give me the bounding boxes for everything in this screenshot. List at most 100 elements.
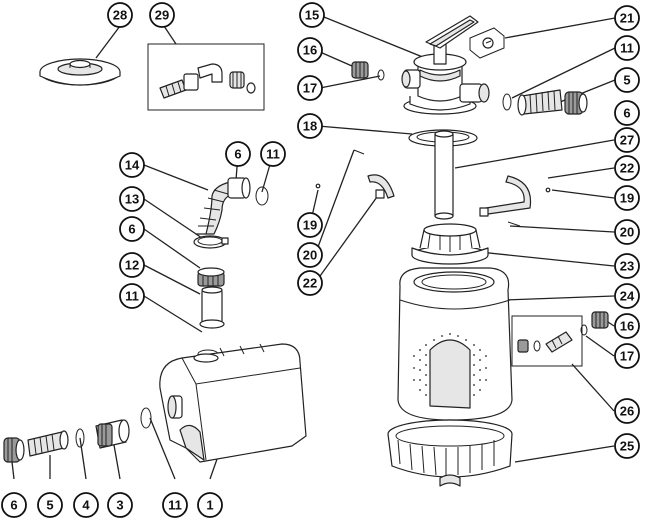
callout-26: 26 (614, 398, 640, 424)
svg-text:5: 5 (623, 73, 630, 88)
callout-13: 13 (119, 186, 145, 212)
callout-6-upper-right: 6 (614, 100, 640, 126)
part-22-clamp-left (367, 174, 395, 199)
part-27-center-pipe (434, 130, 454, 220)
svg-text:11: 11 (125, 289, 139, 304)
callout-20-right: 20 (614, 219, 640, 245)
callout-6-center: 6 (119, 216, 145, 242)
part-23-lateral-assembly (411, 223, 489, 265)
callout-11-lower-left: 11 (162, 492, 188, 518)
part-13-hose-clamp (193, 235, 229, 249)
svg-text:15: 15 (305, 8, 319, 23)
callout-29: 29 (149, 2, 175, 28)
part-19-20-screws-and-nuts (315, 149, 551, 227)
svg-text:20: 20 (620, 225, 634, 240)
callout-21: 21 (614, 5, 640, 31)
callout-16-lower: 16 (614, 313, 640, 339)
svg-text:25: 25 (620, 439, 634, 454)
svg-text:4: 4 (82, 498, 90, 513)
svg-text:17: 17 (303, 81, 317, 96)
svg-text:14: 14 (125, 158, 140, 173)
callout-20-left: 20 (297, 242, 323, 268)
svg-text:16: 16 (303, 43, 317, 58)
callout-18: 18 (297, 113, 323, 139)
part-26-drain-assembly (511, 315, 583, 367)
callout-5-lower: 5 (37, 492, 63, 518)
part-11-oring-elbow (255, 186, 269, 206)
svg-text:27: 27 (620, 133, 634, 148)
part-14-elbow-hose (195, 177, 251, 235)
part-3-union-nut (95, 419, 130, 449)
svg-text:23: 23 (620, 259, 634, 274)
svg-text:11: 11 (266, 147, 280, 162)
callout-23: 23 (614, 253, 640, 279)
callout-16-upper: 16 (297, 37, 323, 63)
svg-text:1: 1 (206, 498, 213, 513)
callout-19-left: 19 (297, 212, 323, 238)
part-11-oring-lower-left (140, 407, 152, 429)
callout-17-upper: 17 (297, 75, 323, 101)
svg-text:19: 19 (620, 191, 634, 206)
callout-6-elbow: 6 (225, 141, 251, 167)
part-5-hose-adapter-lower (27, 430, 69, 457)
callout-5-upper: 5 (614, 67, 640, 93)
callout-17-lower: 17 (614, 343, 640, 369)
part-21-pressure-gauge (469, 27, 505, 59)
part-25-tank-base (387, 419, 513, 487)
part-24-filter-tank (397, 267, 513, 421)
callout-28: 28 (107, 2, 133, 28)
callout-11-upper-right: 11 (614, 35, 640, 61)
part-16-nut-upper (351, 61, 369, 79)
callout-3: 3 (107, 492, 133, 518)
callout-11-elbow: 11 (260, 141, 286, 167)
callout-19-right: 19 (614, 185, 640, 211)
svg-text:6: 6 (128, 222, 135, 237)
part-1-pump-housing (159, 343, 307, 463)
svg-text:12: 12 (125, 258, 139, 273)
part-6-nut-lower-left (3, 437, 25, 463)
svg-text:18: 18 (303, 119, 317, 134)
svg-text:6: 6 (623, 106, 630, 121)
callout-24: 24 (614, 283, 640, 309)
tank-dots-pattern (413, 333, 487, 396)
svg-text:29: 29 (155, 8, 169, 23)
svg-text:19: 19 (303, 218, 317, 233)
part-12-union-fitting (199, 286, 225, 329)
svg-text:28: 28 (113, 8, 127, 23)
callout-11-center: 11 (119, 283, 145, 309)
svg-text:5: 5 (46, 498, 53, 513)
part-6-nut-upper-right (564, 91, 588, 115)
part-16-nut-lower (591, 311, 609, 329)
part-5-hose-adapter-upper (517, 89, 563, 116)
callout-22-right: 22 (614, 155, 640, 181)
part-15-multiport-valve (401, 15, 490, 115)
part-6-nut-center (197, 267, 225, 287)
callout-14: 14 (119, 152, 145, 178)
svg-text:6: 6 (10, 498, 17, 513)
part-4-oring-lower (75, 428, 85, 448)
callout-12: 12 (119, 252, 145, 278)
part-22-clamp-right (479, 175, 532, 217)
callout-4: 4 (73, 492, 99, 518)
svg-text:11: 11 (168, 498, 182, 513)
callout-1: 1 (197, 492, 223, 518)
svg-text:22: 22 (303, 276, 317, 291)
svg-text:17: 17 (620, 349, 634, 364)
svg-text:22: 22 (620, 161, 634, 176)
part-17-oring-upper (377, 69, 385, 81)
svg-text:24: 24 (620, 289, 635, 304)
callout-15: 15 (299, 2, 325, 28)
callout-27: 27 (614, 127, 640, 153)
svg-text:11: 11 (620, 41, 634, 56)
svg-text:3: 3 (116, 498, 123, 513)
svg-text:21: 21 (620, 11, 634, 26)
svg-text:6: 6 (234, 147, 241, 162)
svg-text:26: 26 (620, 404, 634, 419)
callout-25: 25 (614, 433, 640, 459)
part-28-cover-cap (39, 58, 121, 86)
part-29-hose-adapter-kit (147, 43, 265, 111)
svg-text:20: 20 (303, 248, 317, 263)
svg-text:16: 16 (620, 319, 634, 334)
